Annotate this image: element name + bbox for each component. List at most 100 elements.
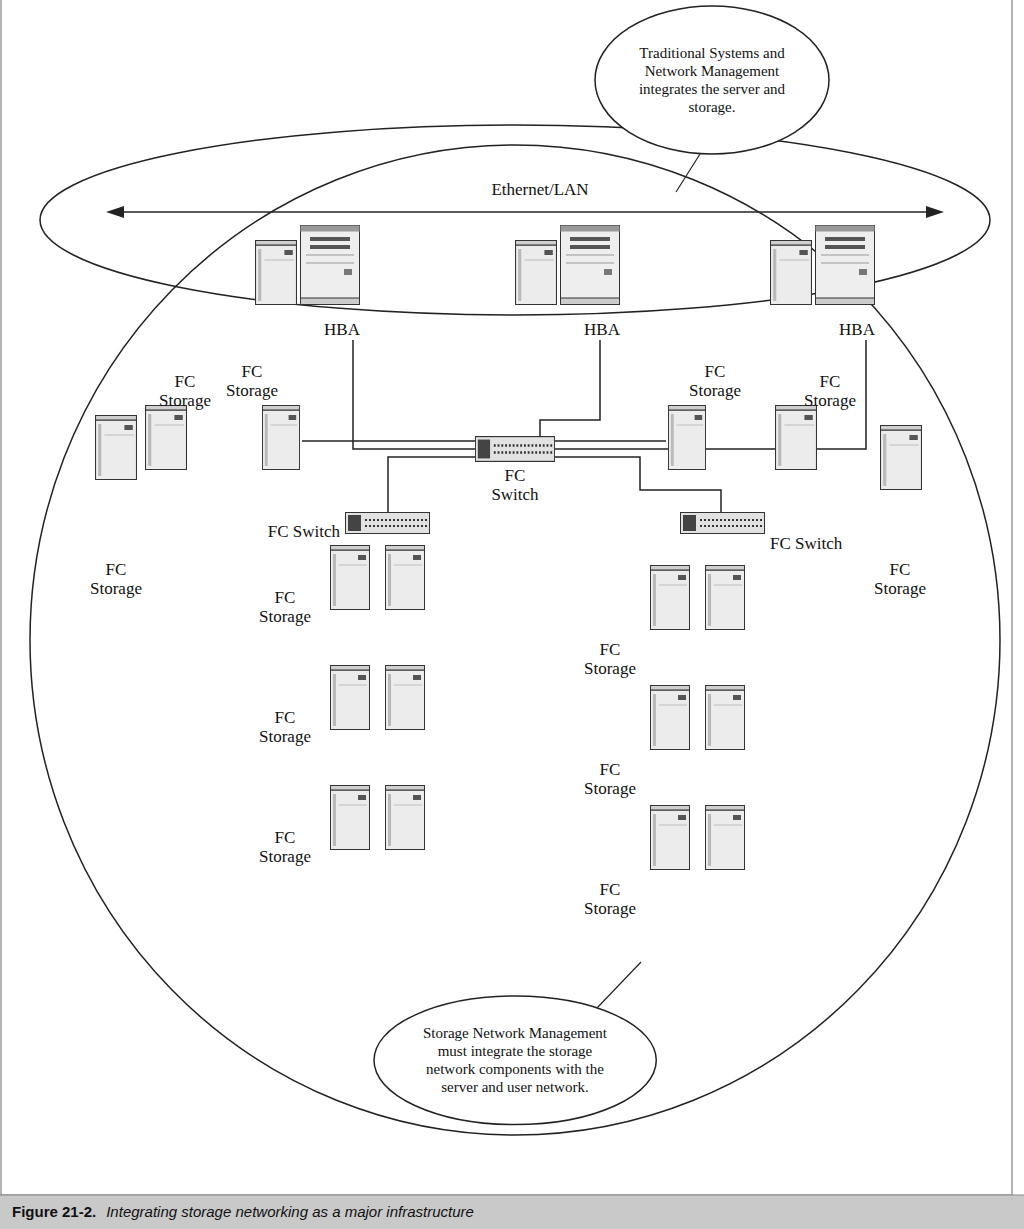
label-holder: FC Storage bbox=[578, 760, 642, 798]
ethernet-line bbox=[120, 211, 930, 213]
storage-icon bbox=[651, 566, 690, 630]
server-icon bbox=[561, 226, 620, 305]
device-label: HBA bbox=[324, 320, 360, 340]
device-label: HBA bbox=[839, 320, 875, 340]
storage-icon bbox=[386, 666, 425, 730]
figure-caption: Integrating storage networking as a majo… bbox=[106, 1202, 474, 1221]
storage-label: FC Storage bbox=[253, 708, 317, 746]
label-holder: FC Storage bbox=[578, 880, 642, 918]
label-holder: FC Storage bbox=[578, 640, 642, 678]
connector-line bbox=[388, 457, 475, 512]
storage-label: FC Storage bbox=[253, 828, 317, 866]
storage-icon bbox=[331, 666, 370, 730]
connector-line bbox=[555, 340, 866, 449]
storage-icon bbox=[262, 406, 299, 470]
connector-group bbox=[302, 441, 475, 442]
storage-network-region bbox=[30, 145, 1000, 1135]
lan-region bbox=[40, 125, 990, 315]
storage-icon bbox=[651, 686, 690, 750]
storage-node: FC Storage bbox=[222, 362, 302, 470]
device-label: FC Storage bbox=[685, 362, 745, 400]
callout-text: Storage Network Management must integrat… bbox=[420, 1024, 610, 1096]
callout-outline bbox=[594, 5, 830, 155]
connector-group bbox=[353, 340, 475, 449]
arrow-head bbox=[926, 206, 944, 218]
switch-icon bbox=[681, 513, 765, 534]
storage-label: FC Storage bbox=[153, 372, 217, 410]
storage-icon bbox=[776, 406, 817, 470]
label-holder: FC Storage bbox=[253, 828, 317, 866]
switch-node: FC Switch bbox=[268, 512, 432, 541]
device-label: FC Storage bbox=[222, 362, 282, 400]
storage-icon bbox=[386, 786, 425, 850]
connector-line bbox=[540, 340, 600, 436]
storage-icon bbox=[706, 806, 745, 870]
figure-frame bbox=[1, 0, 1012, 1195]
device-label: FC Switch bbox=[268, 522, 340, 541]
switch-node: FC Switch bbox=[475, 436, 555, 504]
arrow-head bbox=[106, 206, 124, 218]
connector-line bbox=[302, 440, 475, 442]
storage-icon bbox=[146, 406, 187, 470]
callout-text: Traditional Systems and Network Manageme… bbox=[632, 44, 792, 116]
device-label: FC Switch bbox=[770, 534, 842, 553]
caption-holder: Integrating storage networking as a majo… bbox=[106, 1202, 474, 1221]
storage-icon bbox=[651, 806, 690, 870]
callout-ellipse: Traditional Systems and Network Manageme… bbox=[594, 5, 830, 155]
storage-icon bbox=[771, 241, 812, 305]
storage-icon bbox=[331, 786, 370, 850]
leader-line bbox=[597, 962, 641, 1008]
label-holder: Ethernet/LAN bbox=[440, 180, 640, 199]
switch-node: FC Switch bbox=[680, 512, 842, 553]
caption-band bbox=[0, 1195, 1024, 1229]
switch-icon bbox=[475, 437, 554, 462]
label-holder: Figure 21-2. bbox=[12, 1202, 96, 1221]
storage-icon bbox=[386, 546, 425, 610]
connector-group bbox=[555, 340, 866, 449]
storage-label: FC Storage bbox=[798, 372, 862, 410]
leader-line bbox=[676, 154, 700, 192]
callout-shape bbox=[595, 6, 829, 154]
server-node: HBA bbox=[255, 225, 370, 340]
storage-icon bbox=[668, 406, 705, 470]
storage-label: FC Storage bbox=[578, 640, 642, 678]
label-holder: FC Storage bbox=[253, 708, 317, 746]
server-node: HBA bbox=[515, 225, 630, 340]
server-icon bbox=[816, 226, 875, 305]
label-holder: FC Storage bbox=[84, 560, 148, 598]
storage-label: FC Storage bbox=[578, 880, 642, 918]
connector-line bbox=[555, 440, 666, 442]
storage-icon bbox=[706, 686, 745, 750]
server-node: HBA bbox=[770, 225, 885, 340]
label-holder: FC Storage bbox=[868, 560, 932, 598]
storage-node: FC Storage bbox=[666, 362, 746, 470]
connector-group bbox=[540, 340, 600, 436]
storage-icon bbox=[331, 546, 370, 610]
label-holder: FC Storage bbox=[153, 372, 217, 410]
callout-ellipse: Storage Network Management must integrat… bbox=[373, 995, 657, 1126]
label-holder: FC Storage bbox=[798, 372, 862, 410]
callout-outline bbox=[373, 995, 657, 1126]
connector-line bbox=[353, 340, 475, 449]
label-holder: FC Storage bbox=[253, 588, 317, 626]
device-label: FC Switch bbox=[485, 466, 545, 504]
figure-number: Figure 21-2. bbox=[12, 1202, 96, 1221]
callout-shape bbox=[374, 996, 656, 1125]
switch-icon bbox=[346, 513, 430, 534]
device-label: HBA bbox=[584, 320, 620, 340]
storage-icon bbox=[706, 566, 745, 630]
storage-label: FC Storage bbox=[868, 560, 932, 598]
connector-group bbox=[555, 441, 666, 442]
storage-label: FC Storage bbox=[578, 760, 642, 798]
storage-label: FC Storage bbox=[253, 588, 317, 626]
caption-rule bbox=[0, 1195, 1024, 1196]
storage-icon bbox=[96, 416, 137, 480]
storage-icon bbox=[256, 241, 297, 305]
storage-label: FC Storage bbox=[84, 560, 148, 598]
server-icon bbox=[301, 226, 360, 305]
connector-group bbox=[388, 457, 475, 512]
network-label: Ethernet/LAN bbox=[440, 180, 640, 199]
storage-icon bbox=[516, 241, 557, 305]
storage-icon bbox=[881, 426, 922, 490]
